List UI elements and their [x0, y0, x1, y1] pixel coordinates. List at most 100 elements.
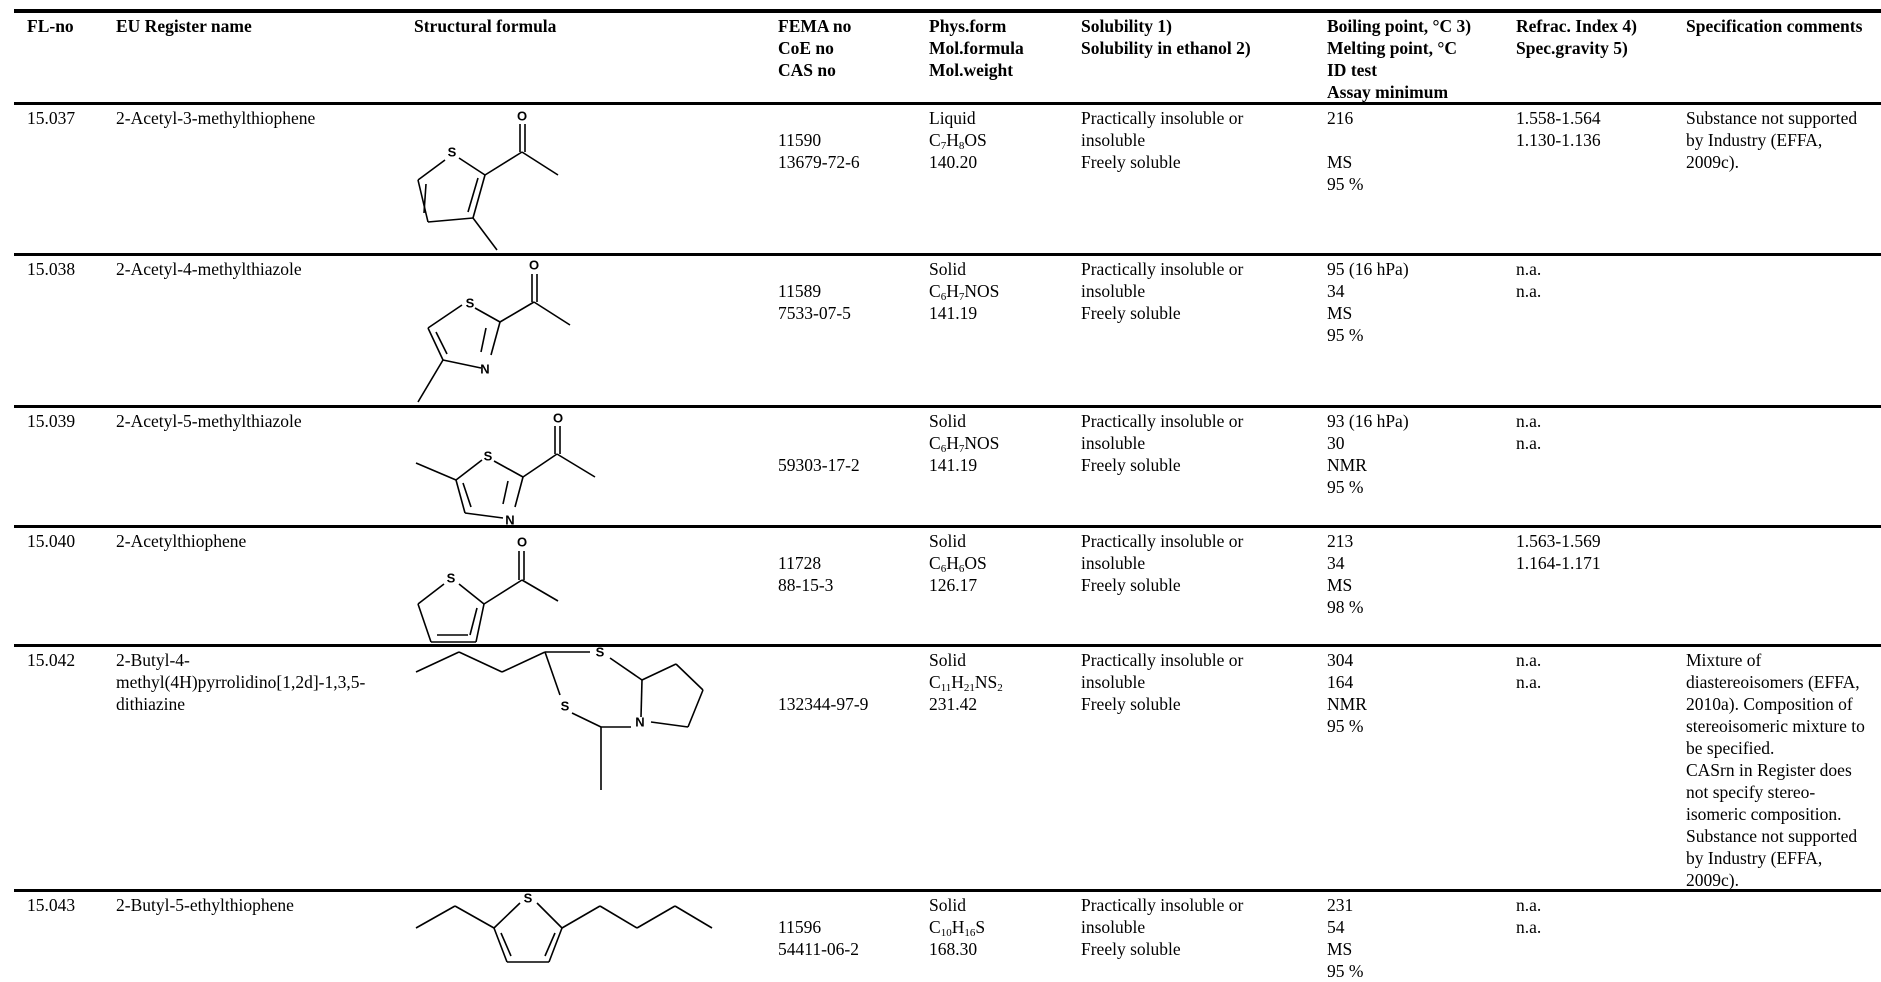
header-fl-no: FL-no	[27, 16, 74, 36]
boiling-line: 95 %	[1327, 477, 1364, 497]
row-rule	[14, 405, 1881, 408]
bond-line	[500, 932, 512, 957]
bond-line	[415, 905, 456, 929]
fema-line: 13679-72-6	[778, 152, 860, 172]
boiling-line: 164	[1327, 672, 1354, 692]
fl-no-cell: 15.043	[27, 895, 76, 915]
formula-subscript: 2	[997, 682, 1003, 694]
boiling-line: 216	[1327, 108, 1354, 128]
boiling-line: NMR	[1327, 694, 1367, 714]
header-fema-coe-cas: FEMA no CoE no CAS no	[778, 16, 852, 80]
spec-comment-line: not specify stereo-	[1686, 782, 1816, 802]
spec-comment-line: 2009c).	[1686, 870, 1739, 890]
refrac-line: n.a.	[1516, 411, 1542, 431]
header-refrac-index: Refrac. Index 4) Spec.gravity 5)	[1516, 16, 1638, 58]
boiling-line: 95 (16 hPa)	[1327, 259, 1409, 279]
formula-subscript: 7	[958, 291, 965, 303]
eu-name-line: 2-Butyl-4-	[116, 650, 190, 670]
formula-subscript: 10	[940, 927, 952, 939]
solubility-line: Freely soluble	[1081, 575, 1181, 595]
boiling-line: 30	[1327, 433, 1345, 453]
solubility-line: Freely soluble	[1081, 694, 1181, 714]
bond-line	[533, 301, 571, 326]
bond-line	[464, 512, 504, 519]
fl-no-cell: 15.037	[27, 108, 76, 128]
boiling-line: MS	[1327, 575, 1353, 595]
eu-name-line: dithiazine	[116, 694, 186, 714]
formula-subscript: 6	[940, 291, 947, 303]
formula-element: NS	[974, 672, 998, 692]
bond-line	[571, 712, 602, 728]
mol-formula-line: C7H8OS	[929, 129, 987, 152]
eu-name-line: 2-Acetylthiophene	[116, 531, 247, 551]
refrac-line: n.a.	[1516, 917, 1542, 937]
solubility-line: insoluble	[1081, 672, 1146, 692]
formula-subscript: 6	[958, 563, 965, 575]
phys-form-line: Solid	[929, 650, 966, 670]
atom-label-o: O	[517, 109, 527, 124]
boiling-line: 95 %	[1327, 325, 1364, 345]
spec-comment-line: stereoisomeric mixture to	[1686, 716, 1865, 736]
spec-comment-line: by Industry (EFFA,	[1686, 848, 1823, 868]
refrac-line: 1.558-1.564	[1516, 108, 1601, 128]
spec-comment-line: by Industry (EFFA,	[1686, 130, 1823, 150]
bond-line	[417, 159, 446, 181]
boiling-line: 34	[1327, 281, 1345, 301]
mol-formula-line: C10H16S	[929, 916, 985, 939]
bond-line	[467, 177, 479, 213]
solubility-line: insoluble	[1081, 433, 1146, 453]
eu-name-cell: 2-Acetyl-4-methylthiazole	[116, 258, 416, 280]
formula-element: C	[929, 672, 941, 692]
mol-weight-line: 168.30	[929, 939, 978, 959]
boiling-line: 95 %	[1327, 174, 1364, 194]
bond-line	[417, 359, 444, 403]
bond-line	[427, 304, 463, 329]
boiling-line: 95 %	[1327, 716, 1364, 736]
bond-line	[427, 217, 474, 223]
boiling-line: MS	[1327, 152, 1353, 172]
refrac-line: 1.563-1.569	[1516, 531, 1601, 551]
bond-line	[480, 327, 487, 353]
refrac-index-cell: n.a.n.a.	[1516, 258, 1541, 302]
bond-line	[502, 480, 509, 505]
bond-line	[674, 905, 713, 929]
header-eu-register-name: EU Register name	[116, 16, 252, 36]
formula-subscript: 7	[940, 140, 947, 152]
bond-line	[417, 603, 432, 643]
bond-line	[493, 902, 521, 929]
bond-line	[435, 331, 448, 355]
refrac-index-cell: n.a.n.a.	[1516, 894, 1541, 938]
atom-label-s: S	[447, 571, 456, 586]
solubility-line: Freely soluble	[1081, 152, 1181, 172]
refrac-line: n.a.	[1516, 672, 1542, 692]
fema-line: 11596	[778, 917, 822, 937]
phys-form-line: Liquid	[929, 108, 976, 128]
mol-formula-line: C6H6OS	[929, 552, 987, 575]
boiling-line: 93 (16 hPa)	[1327, 411, 1409, 431]
spec-comment-line: Substance not supported	[1686, 108, 1858, 128]
bond-line	[521, 151, 559, 176]
header-spec-comments: Specification comments	[1686, 16, 1863, 36]
atom-label-n: N	[635, 715, 644, 730]
refrac-line: n.a.	[1516, 895, 1542, 915]
row-rule	[14, 889, 1881, 892]
header-structural-formula: Structural formula	[414, 16, 557, 36]
bond-line	[544, 932, 556, 957]
formula-element: OS	[964, 130, 987, 150]
row-rule	[14, 644, 1881, 647]
solubility-line: Freely soluble	[1081, 303, 1181, 323]
bond-line	[599, 905, 638, 929]
formula-subscript: 21	[963, 682, 975, 694]
boiling-line: MS	[1327, 939, 1353, 959]
eu-name-line: 2-Acetyl-4-methylthiazole	[116, 259, 302, 279]
bond-line	[636, 905, 676, 929]
boiling-line: 98 %	[1327, 597, 1364, 617]
